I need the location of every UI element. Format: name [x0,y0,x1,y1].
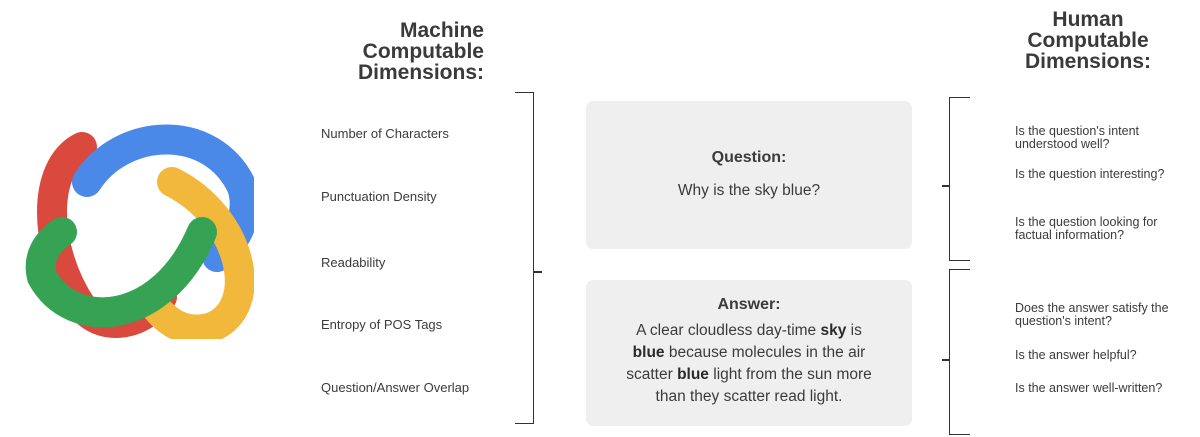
machine-item: Number of Characters [321,126,449,141]
logo-yellow-ring [137,167,254,339]
answer-box: Answer: A clear cloudless day-time sky i… [586,280,912,426]
machine-bracket-tick [534,271,542,273]
question-title: Question: [711,149,787,166]
human-answer-bracket-tick [942,359,950,361]
answer-title: Answer: [717,296,781,313]
machine-item: Question/Answer Overlap [321,380,470,395]
machine-item: Punctuation Density [321,189,437,204]
question-box: Question: Why is the sky blue? [586,101,912,249]
answer-text-part: is [846,322,862,339]
human-question-item: Is the question's intent understood well… [1015,124,1139,151]
human-answer-item: Is the answer helpful? [1015,348,1137,362]
machine-dimensions-heading: Machine Computable Dimensions: [357,19,484,84]
human-answer-item: Is the answer well-written? [1015,381,1163,395]
question-text: Why is the sky blue? [677,182,821,199]
logo-green-ring [25,217,217,328]
answer-text-part: because molecules in the air scatter [626,344,866,383]
logo [25,124,254,339]
answer-text-part: light from the sun more than they scatte… [655,366,872,405]
answer-text-bold: blue [677,366,709,383]
human-answer-item: Does the answer satisfy the question's i… [1015,301,1169,328]
answer-text: A clear cloudless day-time sky is blue b… [586,320,912,408]
machine-bracket [515,92,534,424]
answer-text-bold: sky [820,322,847,339]
human-question-bracket [949,97,970,261]
machine-item: Entropy of POS Tags [321,317,443,332]
answer-text-part: A clear cloudless day-time [636,322,821,339]
human-question-item: Is the question interesting? [1015,167,1165,181]
machine-item: Readability [321,255,386,270]
human-question-bracket-tick [942,185,950,187]
answer-text-bold: blue [632,344,665,361]
human-answer-bracket [949,269,970,435]
human-question-item: Is the question looking for factual info… [1015,215,1158,242]
human-dimensions-heading: Human Computable Dimensions: [1024,8,1152,73]
